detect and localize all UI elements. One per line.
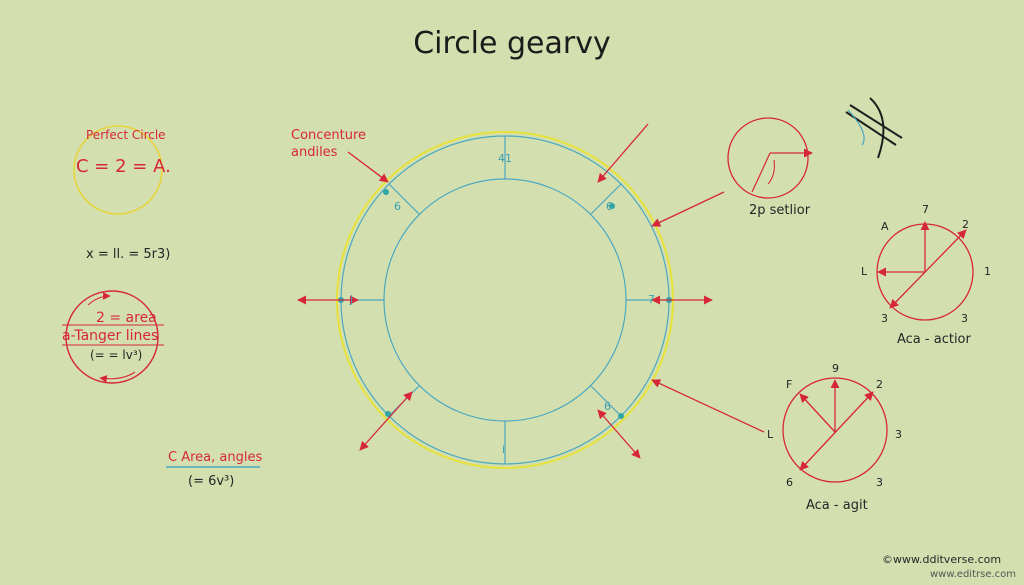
tick-label-lower-right: 6	[604, 400, 611, 413]
circle2-label-right: 3	[895, 428, 902, 441]
right-circle-2-diagonal	[799, 391, 874, 471]
arrow-lower-left-double	[359, 391, 413, 451]
tick-label-top: 41	[498, 152, 512, 165]
circle1-label-top-right: 2	[962, 218, 969, 231]
tick-label-bottom: i	[502, 443, 506, 456]
protractor-glyph-fill	[847, 109, 865, 146]
circle2-label-top-right: 2	[876, 378, 883, 391]
area-label: 2 = area	[96, 310, 157, 326]
arrow-concentric-label	[347, 151, 389, 183]
sector-angle-arc-inner	[767, 159, 775, 185]
page-title: Circle gearvy	[413, 26, 611, 61]
circle2-label-bottom-left: 6	[786, 476, 793, 489]
tangent-arc-arrow-bottom	[99, 371, 136, 383]
tick-label-upper-right: 6	[606, 200, 613, 213]
ring-dot-upper-left	[383, 189, 389, 195]
inner-cyan-circle	[383, 178, 627, 422]
perfect-circle-formula: C = 2 = A.	[76, 156, 171, 177]
watermark-line2: www.editrse.com	[930, 569, 1017, 580]
tangent-lines-label: a-Tanger lines	[62, 328, 159, 344]
arrow-lower-right-link	[651, 379, 765, 433]
right-circle-1-diagonal	[889, 229, 967, 309]
circle1-label-left: L	[861, 265, 868, 278]
concentric-label-line1: Concenture	[291, 128, 367, 143]
arrow-lower-right-double	[597, 409, 641, 459]
perfect-circle-shape	[73, 125, 163, 215]
circle2-label-top-left: F	[786, 378, 793, 391]
circle2-label-left: L	[767, 428, 774, 441]
concentric-label-line2: andiles	[291, 145, 338, 160]
circle2-label-bottom-right: 3	[876, 476, 883, 489]
circle2-caption: Aca - agit	[806, 498, 868, 513]
area-angles-label: C Area, angles	[168, 450, 263, 465]
arrow-top-right	[597, 123, 649, 183]
formula-x-label: x = ll. = 5r3)	[86, 247, 171, 262]
tick-label-upper-left: 6	[394, 200, 401, 213]
circle1-label-right: 1	[984, 265, 991, 278]
right-circle-2-shape	[782, 377, 888, 483]
circle1-caption: Aca - actior	[897, 332, 971, 347]
tick-label-left: J	[350, 293, 354, 306]
area-angles-formula: (= 6v³)	[188, 474, 235, 489]
watermark-line1: ©www.dditverse.com	[882, 553, 1002, 566]
protractor-glyph-icon	[845, 97, 903, 159]
circle1-label-bottom-left: 3	[881, 312, 888, 325]
tangent-arc-arrow-top	[87, 292, 111, 306]
tangent-formula: (= = lv³)	[90, 348, 143, 362]
sector-circle-shape	[727, 117, 809, 199]
radial-tick-upper-right	[590, 183, 622, 215]
radial-tick-upper-left	[388, 183, 420, 215]
sector-label: 2p setlior	[749, 203, 811, 218]
perfect-circle-label: Perfect Circle	[86, 128, 166, 142]
ring-dot-lower-right	[618, 413, 624, 419]
tick-label-right: 7	[648, 293, 655, 306]
circle1-label-top: 7	[922, 203, 929, 216]
sector-angle-arc	[751, 152, 771, 193]
arrow-sector-link	[651, 191, 725, 227]
circle1-label-bottom-right: 3	[961, 312, 968, 325]
tangent-circle-shape	[65, 290, 159, 384]
right-circle-2-radius-left	[799, 393, 836, 433]
circle1-label-top-left: A	[881, 220, 889, 233]
circle2-label-top: 9	[832, 362, 839, 375]
ring-dot-upper-right	[609, 203, 615, 209]
